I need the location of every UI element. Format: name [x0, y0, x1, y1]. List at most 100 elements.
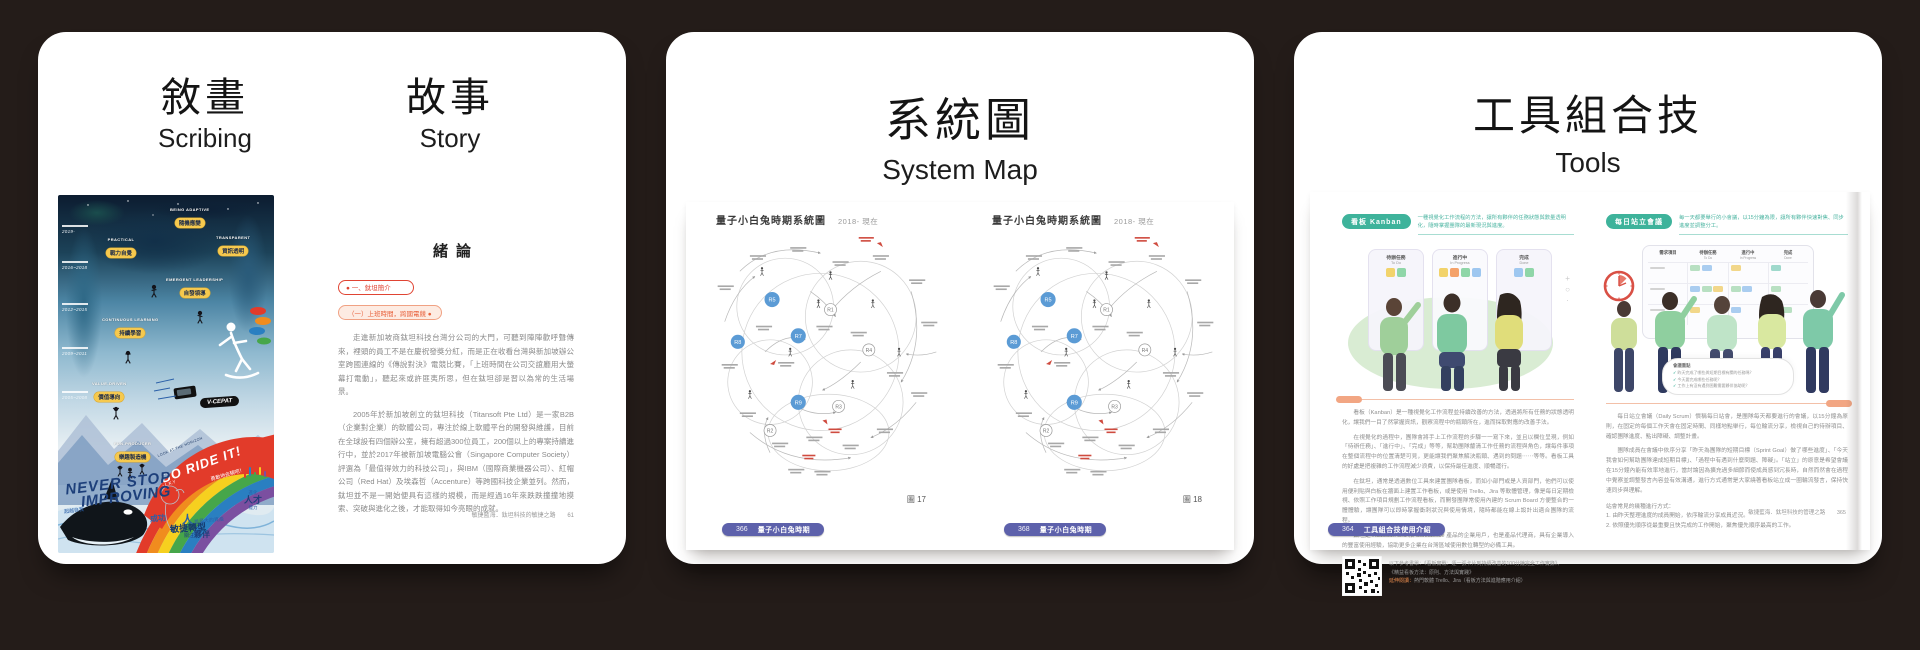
spread-card-scribing-story[interactable]: 敘畫 Scribing 故事 Story [38, 32, 626, 564]
intro-paragraph: 走進新加坡商鈦坦科技台灣分公司的大門，可聽到陣陣歡呼聲傳來，裡頭的員工不是在慶祝… [338, 333, 574, 396]
intro-paragraph: 2005年於新加坡創立的鈦坦科技（Titansoft Pte Ltd）是一家B2… [338, 409, 574, 514]
timeline-year: 2016~2018 [62, 264, 88, 270]
kanban-description: 一種視覺化工作流程的方法，讓所有夥伴的任務狀態與數量透明化，隨時掌握團隊的最新現… [1417, 214, 1574, 235]
timeline-entry: 2005~2008 [62, 391, 88, 400]
diagram-header: 量子小白兔時期系統圖 2018- 現在 [992, 212, 1228, 227]
qr-caption-line: 《精益看板方法：原則、方法與實踐》 [1389, 569, 1475, 576]
skier [218, 322, 260, 379]
diagram-date-range: 2018- 現在 [1114, 217, 1155, 226]
qr-caption-line: 以下參考書單：《看板實戰：逐一張卡片到持續改善的100分鐘完全工作實錄》、 [1389, 561, 1563, 568]
scribing-artwork [58, 200, 274, 553]
person-1 [1380, 297, 1421, 391]
person-5 [1803, 289, 1845, 393]
footer-page-number: 366 [736, 526, 748, 533]
diagram-title: 量子小白兔時期系統圖 [716, 216, 826, 227]
standup-list-item: 1. 由昨天整理進度的成員開始，依序輪流分享成員近況。 [1606, 513, 1749, 520]
sticky-notes [1501, 267, 1547, 277]
page-footer: 敏捷藍海．鈦坦科技的敏捷之路 61 [338, 510, 574, 519]
timeline-label-bar [62, 261, 88, 263]
kanban-badge: 看板 Kanban [1342, 214, 1411, 229]
success-text: 成功 [149, 513, 167, 524]
orange-divider [1606, 399, 1852, 407]
section-tag-orange: （一）上班時間，跨國電競 ● [338, 305, 442, 320]
orange-divider [1336, 395, 1574, 403]
standup-paragraph: 團隊成員在會議中依序分享「昨天為團隊的短期目標（Sprint Goal）做了哪些… [1606, 448, 1848, 494]
talent-drops [244, 467, 266, 478]
cloud-question: ✓ 今天要完成哪些任務呢？ [1673, 376, 1722, 382]
standup-paragraph: 每日站立會議（Daily Scrum）慣稱每日站會，是團隊每天都要進行的會議，以… [1606, 413, 1848, 440]
intro-heading: 緒論 [432, 242, 479, 260]
qr-code [1342, 556, 1382, 597]
kanban-paragraph: 鈦坦是 Atlassian Jira 和 Confluence 產品的企業用戶，… [1342, 532, 1574, 549]
timeline-year: 2009~2011 [62, 350, 88, 356]
color-chips [249, 307, 271, 345]
red-swoosh [144, 437, 274, 529]
standup-badge-row: 每日站立會議 每一天都要舉行的小會議，以15分鐘為限，讓所有夥伴快速對焦、同步進… [1606, 214, 1848, 235]
title-tools: 工具組合技 Tools [1294, 82, 1882, 179]
title-system-map-zh: 系統圖 [885, 93, 1035, 147]
book-spread-sheet: 看板 Kanban 一種視覺化工作流程的方法，讓所有夥伴的任務狀態與數量透明化，… [1310, 192, 1870, 597]
title-story-en: Story [419, 123, 481, 153]
spread-card-tools[interactable]: 工具組合技 Tools 看板 Kanban 一種視覺化工作流程的方法，讓所有夥伴… [1294, 32, 1882, 597]
timeline-entry: 2016~2018 [62, 261, 88, 270]
chapter-footer-pill: 368 量子小白兔時期 [1004, 523, 1107, 536]
cloud-question: ✓ 昨天完成了哪些與短期目標有關的任務嗎？ [1673, 370, 1754, 376]
standup-list-item: 2. 依照優先順序從最重要且快完成的工作開始，聚焦優先順序最高的工作。 [1606, 523, 1795, 529]
climbing-figures [112, 284, 203, 420]
timeline-label-bar [62, 303, 88, 305]
causal-loop-diagram [984, 231, 1224, 493]
title-scribing-zh: 敘畫 [161, 75, 249, 121]
standup-badge: 每日站立會議 [1606, 214, 1672, 229]
phone-sketch [173, 385, 197, 400]
kanban-paragraph: 在鈦坦，通常是透過數位工具來建置團隊看板，而如小部門或是人資部門，他們可以使用便… [1342, 478, 1574, 524]
clock-icon [1603, 270, 1635, 302]
cloud-question: ✓ 工作上有沒有遇到困難需要夥伴協助呢？ [1673, 382, 1750, 388]
sticky-notes [1373, 267, 1419, 277]
footer-book-title: 敏捷藍海．鈦坦科技的管理之路 [1748, 509, 1826, 516]
footer-chapter-label: 工具組合技使用介紹 [1363, 526, 1432, 534]
scribing-illustration: 2019- 2016~2018 2012~2015 2009~2011 2005… [58, 195, 274, 553]
timeline-label-bar [62, 347, 88, 349]
timeline-label-bar [62, 225, 88, 227]
footer-chapter-label: 量子小白兔時期 [1039, 526, 1093, 534]
kanban-paragraph: 在視覺化的過程中，團隊會將手上工作流程的步驟一一寫下來，並且以欄位呈現，例如「待… [1342, 434, 1574, 470]
talent-text: 進化人才能力 [244, 490, 263, 510]
board-col-header: 需求項目 [1659, 249, 1677, 255]
group-figures [117, 463, 145, 479]
board-row [1648, 282, 1808, 304]
diagram-date-range: 2018- 現在 [838, 217, 879, 226]
merlion-sketch [160, 485, 185, 534]
timeline-entry: 2019- [62, 225, 88, 234]
decorative-dots: +○· [1565, 273, 1570, 306]
intro-text-page: 緒論 ● 一、鈦坦簡介 （一）上班時間，跨國電競 ● 走進新加坡商鈦坦科技台灣分… [338, 240, 574, 525]
person-1 [1611, 300, 1637, 392]
spread-card-system-map[interactable]: 系統圖 System Map 量子小白兔時期系統圖 2018- 現在 圖 17 … [666, 32, 1254, 564]
standup-description: 每一天都要舉行的小會議，以15分鐘為限，讓所有夥伴快速對焦、同步進度並調整分工。 [1679, 214, 1848, 235]
chapter-footer-pill: 364 工具組合技使用介紹 [1328, 523, 1446, 536]
book-spread-sheet: 量子小白兔時期系統圖 2018- 現在 圖 17 量子小白兔時期系統圖 2018… [686, 202, 1234, 550]
people-text: 人 [182, 514, 193, 526]
kanban-illustration: 待辦任務 To Do 進行中 In Progress 完成 Done +○· [1342, 243, 1574, 391]
title-scribing: 敘畫 Scribing [85, 76, 325, 154]
title-system-map-en: System Map [882, 154, 1038, 185]
title-system-map: 系統圖 System Map [666, 84, 1254, 186]
chapter-footer-pill: 366 量子小白兔時期 [722, 523, 825, 536]
sticky-notes [1437, 267, 1483, 277]
page-curl-shadow [1846, 192, 1862, 550]
title-scribing-en: Scribing [158, 123, 252, 153]
title-tools-zh: 工具組合技 [1472, 91, 1703, 140]
kanban-badge-row: 看板 Kanban 一種視覺化工作流程的方法，讓所有夥伴的任務狀態與數量透明化，… [1342, 214, 1574, 235]
footer-page-number: 368 [1018, 526, 1030, 533]
system-map-page-left: 量子小白兔時期系統圖 2018- 現在 圖 17 [708, 212, 952, 505]
figure-caption: 圖 17 [906, 495, 926, 504]
hand-notes [153, 378, 177, 400]
footer-page-number: 364 [1342, 526, 1354, 533]
diagram-title: 量子小白兔時期系統圖 [992, 216, 1102, 227]
